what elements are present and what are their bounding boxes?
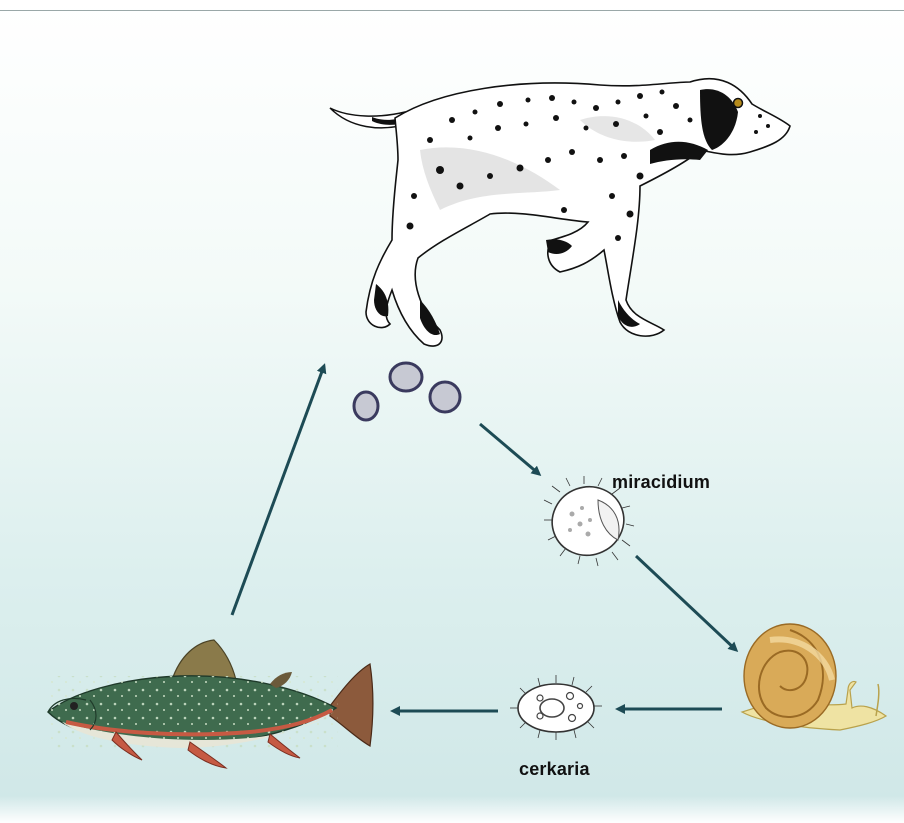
arrow-miracidium-to-snail bbox=[636, 556, 736, 650]
arrow-fish-to-dog bbox=[232, 366, 324, 615]
snail-icon bbox=[742, 624, 886, 730]
cerkaria-icon bbox=[510, 675, 602, 740]
dog-icon bbox=[330, 79, 790, 346]
fish-icon bbox=[48, 640, 373, 768]
eggs-group bbox=[354, 363, 460, 420]
arrow-eggs-to-miracidium bbox=[480, 424, 539, 474]
egg-icon bbox=[390, 363, 422, 391]
cerkaria-label: cerkaria bbox=[519, 759, 590, 780]
miracidium-label: miracidium bbox=[612, 472, 710, 493]
arrows bbox=[232, 366, 736, 711]
egg-icon bbox=[430, 382, 460, 412]
egg-icon bbox=[354, 392, 378, 420]
